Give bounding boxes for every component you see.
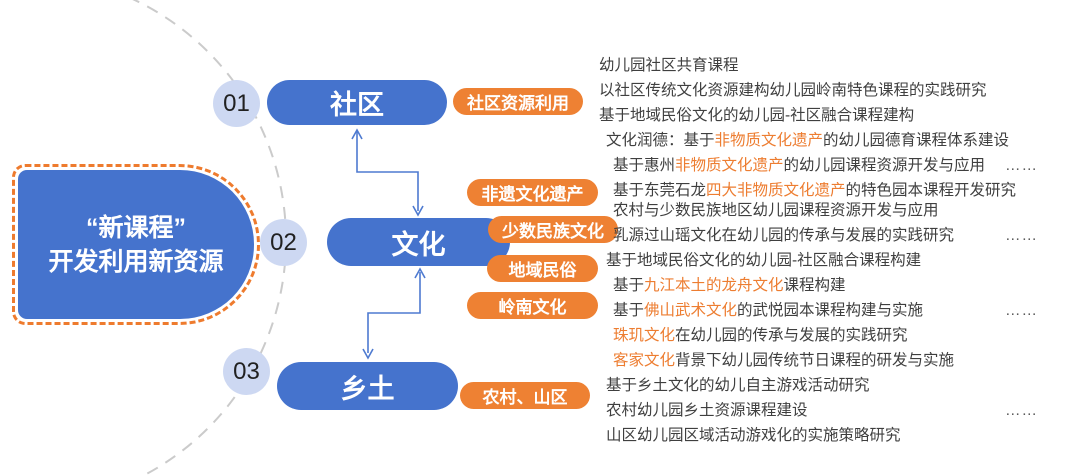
main-title-text: “新课程” 开发利用新资源: [18, 170, 254, 319]
research-item: 客家文化背景下幼儿园传统节日课程的研发与实施: [613, 352, 955, 369]
ellipsis-text: ……: [1005, 157, 1038, 174]
main-title-line2: 开发利用新资源: [48, 247, 224, 276]
step-circle-01: 01: [213, 80, 260, 127]
research-item: 乳源过山瑶文化在幼儿园的传承与发展的实践研究……: [599, 223, 1069, 248]
main-title-shape: “新课程” 开发利用新资源: [12, 164, 260, 325]
research-item: 幼儿园社区共育课程: [599, 57, 739, 74]
ellipsis-text: ……: [1005, 302, 1038, 319]
arrow-up-icon: [414, 267, 426, 279]
tag-pill-rural-mountain: 农村、山区: [460, 382, 590, 409]
research-item: 农村幼儿园乡土资源课程建设……: [599, 398, 1069, 423]
research-item: 文化润德：基于非物质文化遗产的幼儿园德育课程体系建设: [606, 132, 1010, 149]
arrow-down-icon: [362, 348, 374, 360]
main-title-line1: “新课程”: [85, 213, 186, 242]
node-pill-community: 社区: [267, 80, 447, 125]
research-item: 珠玑文化在幼儿园的传承与发展的实践研究: [613, 327, 908, 344]
research-item: 基于东莞石龙四大非物质文化遗产的特色园本课程开发研究: [613, 182, 1017, 199]
tag-pill-lingnan-culture: 岭南文化: [467, 292, 598, 319]
tag-pill-regional-folklore: 地域民俗: [487, 255, 598, 282]
research-item: 基于乡土文化的幼儿自主游戏活动研究: [606, 377, 870, 394]
connector-community-culture: [356, 131, 419, 211]
node-pill-rural: 乡土: [277, 362, 458, 410]
research-item: 以社区传统文化资源建构幼儿园岭南特色课程的实践研究: [599, 82, 987, 99]
step-circle-02: 02: [260, 219, 307, 266]
research-item: 山区幼儿园区域活动游戏化的实施策略研究: [606, 427, 901, 444]
research-item: 基于地域民俗文化的幼儿园-社区融合课程构建: [606, 252, 922, 269]
step-circle-03: 03: [223, 348, 270, 395]
ellipsis-text: ……: [1005, 402, 1038, 419]
connector-culture-rural: [367, 272, 421, 353]
tag-pill-intangible-heritage: 非遗文化遗产: [467, 179, 598, 206]
tag-pill-ethnic-minority-culture: 少数民族文化: [488, 216, 618, 243]
research-item: 基于佛山武术文化的武悦园本课程构建与实施……: [599, 298, 1069, 323]
arrow-down-icon: [412, 205, 424, 217]
research-item: 基于惠州非物质文化遗产的幼儿园课程资源开发与应用……: [599, 153, 1069, 178]
research-list: 幼儿园社区共育课程以社区传统文化资源建构幼儿园岭南特色课程的实践研究基于地域民俗…: [599, 53, 1069, 448]
ellipsis-text: ……: [1005, 227, 1038, 244]
tag-pill-community-resource: 社区资源利用: [453, 88, 583, 115]
research-item: 基于地域民俗文化的幼儿园-社区融合课程建构: [599, 107, 915, 124]
arrow-up-icon: [351, 128, 363, 140]
research-item: 基于九江本土的龙舟文化课程构建: [613, 277, 846, 294]
node-pill-culture: 文化: [327, 218, 510, 266]
research-item: 农村与少数民族地区幼儿园课程资源开发与应用: [613, 202, 939, 219]
